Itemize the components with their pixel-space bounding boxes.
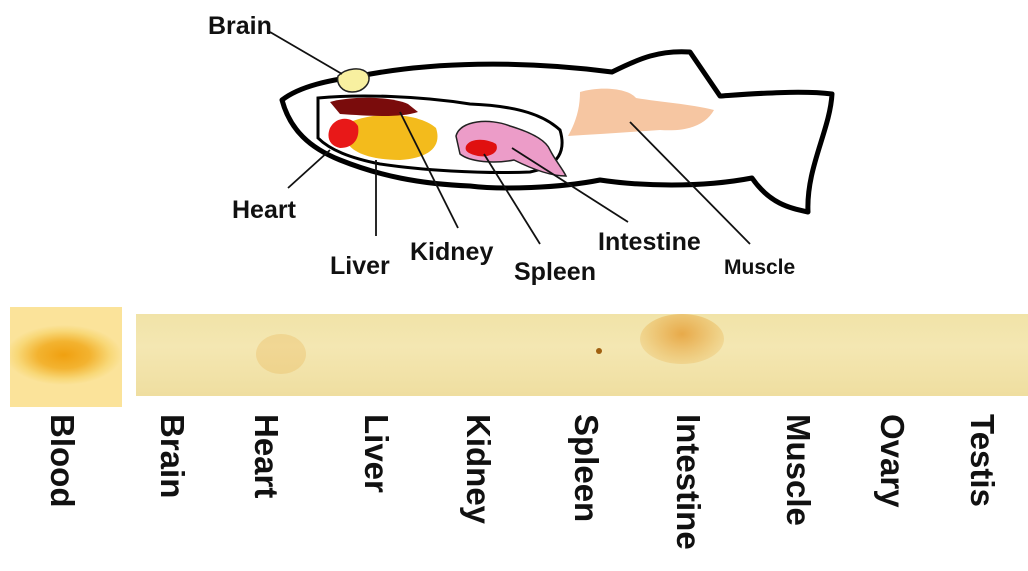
signal-spot xyxy=(256,334,306,374)
fish-anatomy-diagram: Brain Heart Liver Kidney Spleen Intestin… xyxy=(0,0,1028,300)
lane-label-kidney: Kidney xyxy=(462,414,495,524)
brain-shape xyxy=(338,69,369,92)
brain-leader xyxy=(270,32,342,74)
kidney-label: Kidney xyxy=(410,238,493,266)
lane-label-liver: Liver xyxy=(360,414,393,493)
lane-label-testis: Testis xyxy=(966,414,999,507)
lane-heart xyxy=(236,314,346,396)
lane-label-ovary: Ovary xyxy=(876,414,909,508)
lane-ovary xyxy=(836,314,932,396)
heart-label: Heart xyxy=(232,196,297,224)
lane-muscle xyxy=(736,314,836,396)
liver-label: Liver xyxy=(330,252,390,280)
brain-label: Brain xyxy=(208,12,272,40)
lane-label-intestine: Intestine xyxy=(672,414,705,550)
lane-testis xyxy=(932,314,1028,396)
lane-intestine xyxy=(626,314,736,396)
blood-control-swatch xyxy=(10,307,122,407)
lane-label-brain: Brain xyxy=(156,414,189,498)
signal-spot xyxy=(596,348,602,354)
lane-brain xyxy=(136,314,236,396)
tissue-strip xyxy=(136,314,1028,396)
lane-label-muscle: Muscle xyxy=(782,414,815,526)
intestine-signal-spot xyxy=(640,314,724,364)
intestine-label: Intestine xyxy=(598,228,701,256)
blood-label: Blood xyxy=(46,414,79,507)
lane-label-spleen: Spleen xyxy=(570,414,603,522)
lane-kidney xyxy=(456,314,566,396)
muscle-label: Muscle xyxy=(724,256,795,279)
spleen-label: Spleen xyxy=(514,258,596,286)
lane-liver xyxy=(346,314,456,396)
heart-leader xyxy=(288,150,330,188)
lane-label-heart: Heart xyxy=(250,414,283,498)
